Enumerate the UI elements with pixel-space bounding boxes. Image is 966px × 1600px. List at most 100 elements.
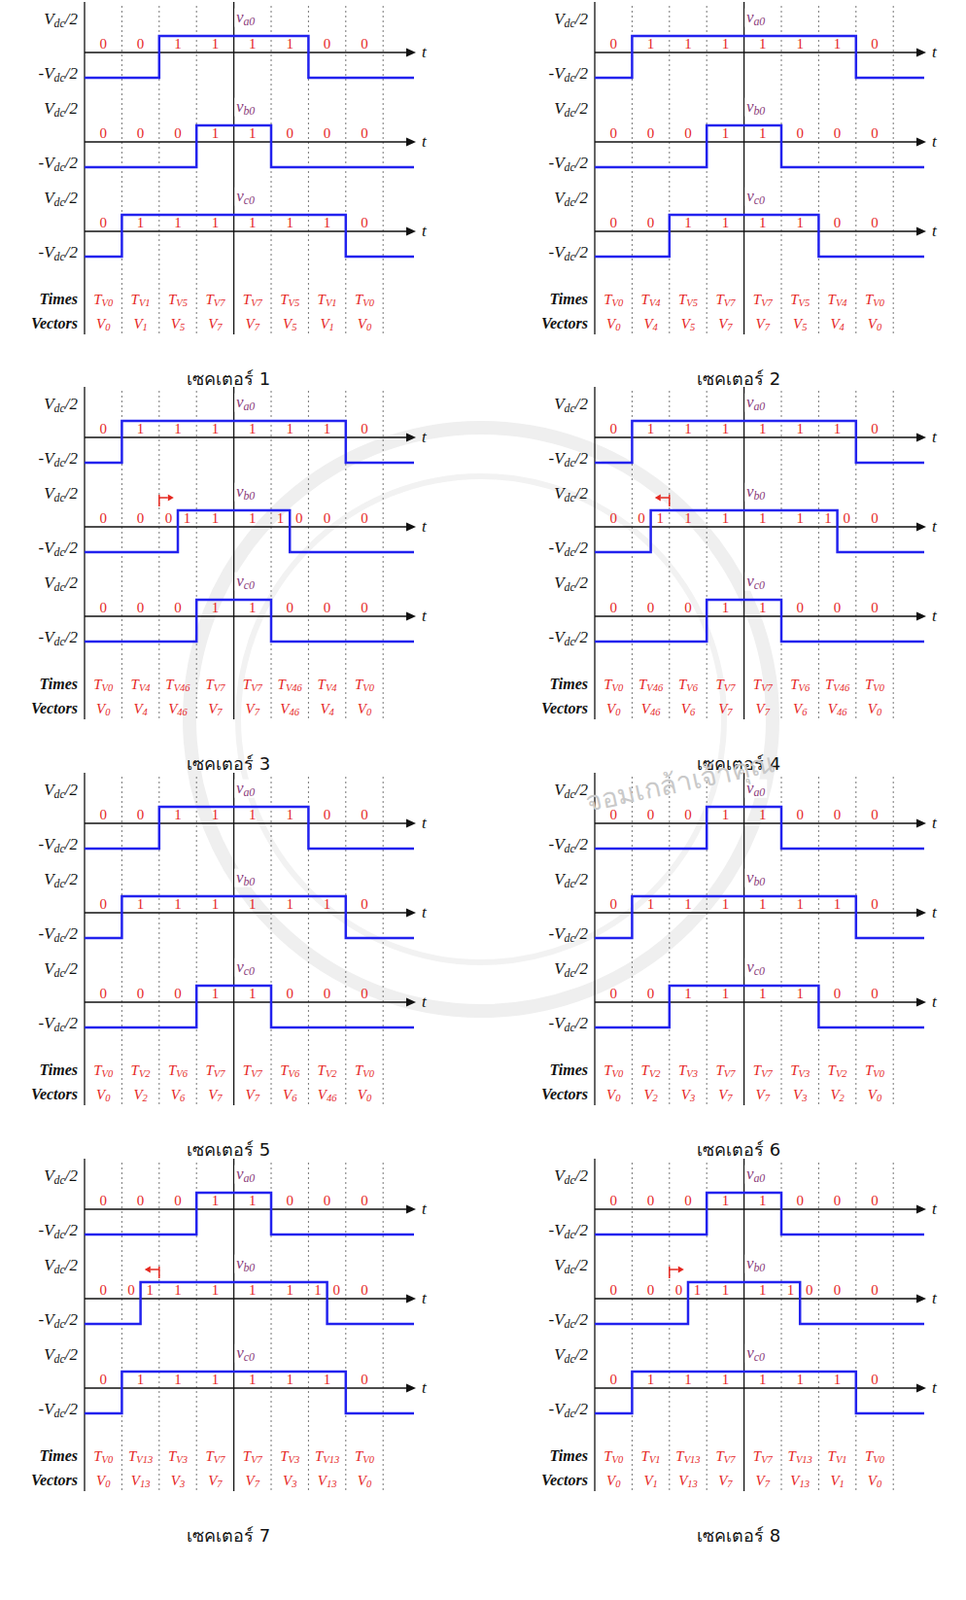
slot-divider bbox=[668, 776, 670, 1105]
vector-name: V46 bbox=[168, 700, 188, 718]
vector-name: V7 bbox=[718, 700, 732, 718]
switch-state: 0 bbox=[173, 125, 182, 142]
switch-state: 1 bbox=[173, 896, 182, 913]
switch-state: 0 bbox=[360, 985, 369, 1002]
switch-state: 0 bbox=[870, 35, 879, 53]
row-heading: Times bbox=[39, 1447, 78, 1465]
switch-state: 1 bbox=[313, 1281, 322, 1299]
axis-label: t bbox=[931, 222, 937, 242]
dwell-time: TV4 bbox=[828, 291, 848, 309]
level-label: -Vdc/2 bbox=[37, 1400, 78, 1419]
switch-state: 1 bbox=[647, 420, 656, 438]
vector-name: V13 bbox=[790, 1472, 810, 1489]
vector-name: V0 bbox=[606, 315, 621, 333]
switch-state: 1 bbox=[248, 125, 257, 142]
switch-state: 0 bbox=[684, 806, 692, 824]
vector-name: V5 bbox=[171, 315, 185, 333]
switch-state: 1 bbox=[211, 510, 220, 527]
row-heading: Vectors bbox=[541, 699, 588, 718]
dwell-time: TV0 bbox=[864, 291, 885, 309]
switch-state: 1 bbox=[787, 1281, 795, 1299]
slot-divider bbox=[345, 776, 346, 1105]
slot-divider bbox=[893, 5, 895, 335]
switch-state: 0 bbox=[870, 985, 879, 1002]
level-label: -Vdc/2 bbox=[548, 835, 588, 855]
vector-name: V7 bbox=[756, 1086, 770, 1104]
switch-state: 1 bbox=[795, 35, 804, 53]
slot-divider bbox=[382, 5, 384, 335]
switch-state: 0 bbox=[609, 510, 618, 527]
dwell-time: TV2 bbox=[828, 1062, 848, 1079]
switch-state: 1 bbox=[173, 214, 182, 232]
dwell-time: TV7 bbox=[242, 291, 263, 309]
switch-state: 1 bbox=[759, 125, 767, 142]
vector-name: V5 bbox=[282, 315, 297, 333]
vector-name: V0 bbox=[606, 1472, 621, 1489]
switching-waveform bbox=[594, 1371, 925, 1414]
switch-state: 1 bbox=[211, 35, 220, 53]
vector-name: V4 bbox=[319, 700, 334, 718]
row-heading: Times bbox=[39, 675, 78, 693]
signal-name: vb0 bbox=[744, 1254, 767, 1274]
dwell-time: TV3 bbox=[790, 1062, 810, 1079]
switching-waveform bbox=[594, 1192, 925, 1235]
slot-divider bbox=[121, 1162, 123, 1491]
slot-divider bbox=[121, 776, 123, 1105]
slot-divider bbox=[271, 390, 273, 720]
switch-state: 0 bbox=[870, 1281, 879, 1299]
dwell-time: TV6 bbox=[790, 676, 810, 693]
vector-name: V7 bbox=[207, 700, 222, 718]
t-axis bbox=[84, 911, 409, 913]
level-label: -Vdc/2 bbox=[548, 154, 588, 173]
slot-divider bbox=[382, 776, 384, 1105]
switch-state: 0 bbox=[137, 125, 145, 142]
switch-state: 1 bbox=[722, 510, 730, 527]
vector-name: V13 bbox=[131, 1472, 151, 1489]
switch-state: 1 bbox=[211, 806, 220, 824]
switch-state: 0 bbox=[842, 510, 851, 527]
row-heading: Times bbox=[39, 290, 78, 309]
dwell-time: TV0 bbox=[603, 676, 623, 693]
switch-state: 1 bbox=[722, 599, 730, 617]
switch-state: 1 bbox=[684, 896, 692, 913]
dwell-time: TV5 bbox=[279, 291, 300, 309]
dwell-time: TV5 bbox=[790, 291, 810, 309]
switch-state: 0 bbox=[647, 985, 656, 1002]
slot-divider bbox=[271, 776, 273, 1105]
t-axis bbox=[84, 51, 409, 53]
switching-waveform bbox=[84, 1281, 414, 1324]
switching-waveform bbox=[84, 896, 414, 938]
level-label: -Vdc/2 bbox=[37, 925, 78, 944]
switch-state: 1 bbox=[211, 125, 220, 142]
switch-state: 0 bbox=[137, 599, 145, 617]
level-label: -Vdc/2 bbox=[548, 1311, 588, 1330]
vector-name: V7 bbox=[756, 315, 770, 333]
axis-arrowhead bbox=[406, 998, 416, 1007]
row-heading: Vectors bbox=[541, 314, 588, 333]
switch-state: 0 bbox=[805, 1281, 814, 1299]
t-axis bbox=[84, 615, 409, 617]
row-heading: Vectors bbox=[541, 1471, 588, 1489]
signal-name: va0 bbox=[234, 393, 257, 413]
slot-divider bbox=[668, 5, 670, 335]
signal-name: va0 bbox=[744, 8, 767, 28]
switch-state: 1 bbox=[211, 1281, 220, 1299]
shift-arrowhead bbox=[168, 494, 174, 502]
switch-state: 1 bbox=[722, 896, 730, 913]
vector-name: V7 bbox=[207, 315, 222, 333]
dwell-time: TV0 bbox=[93, 1448, 113, 1465]
slot-divider bbox=[308, 390, 310, 720]
switch-state: 1 bbox=[795, 214, 804, 232]
vector-name: V3 bbox=[793, 1086, 807, 1104]
t-axis bbox=[84, 525, 409, 527]
switch-state: 1 bbox=[137, 896, 145, 913]
signal-name: vc0 bbox=[744, 572, 767, 591]
signal-name: vb0 bbox=[744, 868, 767, 888]
slot-divider bbox=[818, 390, 820, 720]
t-axis bbox=[594, 51, 919, 53]
switching-waveform bbox=[84, 1371, 414, 1414]
switch-state: 0 bbox=[173, 1192, 182, 1209]
axis-label: t bbox=[421, 517, 427, 537]
switch-state: 0 bbox=[99, 985, 107, 1002]
switch-state: 1 bbox=[693, 1281, 702, 1299]
